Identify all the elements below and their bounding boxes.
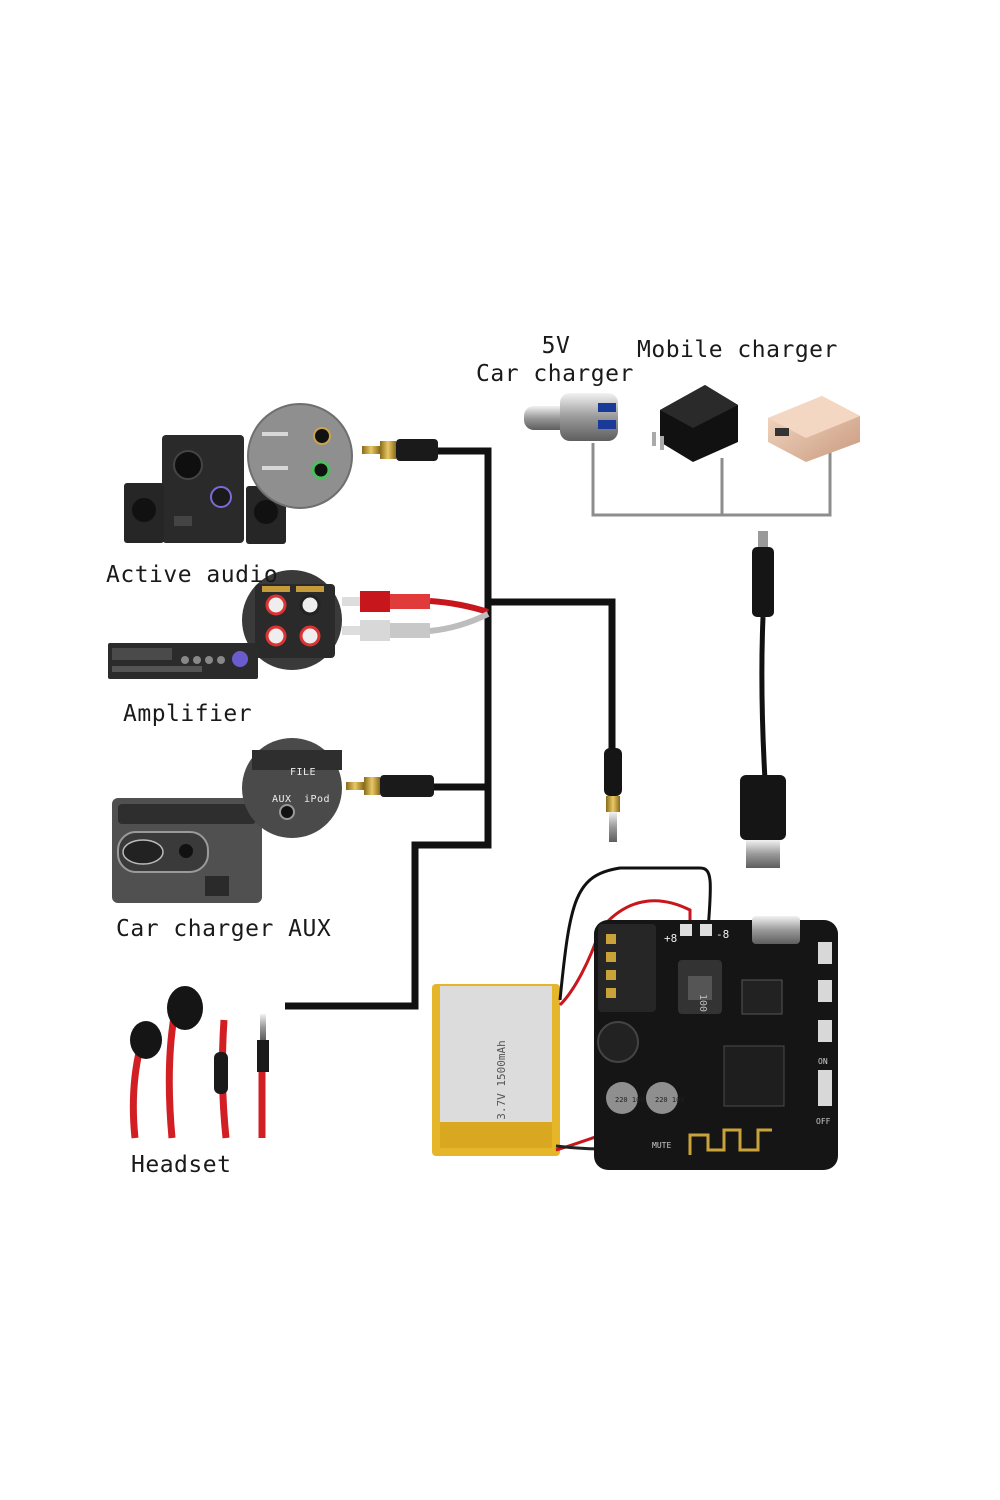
amplifier-label: Amplifier [123,701,253,727]
coil-label: 100 [697,994,708,1012]
car-charger-device [524,393,618,441]
lipo-battery: 3.7V 1500mAh [432,984,560,1156]
ipod-port-label: iPod [304,794,331,805]
voltage-label: 5V [541,333,571,359]
usb-cable [740,531,786,868]
bluetooth-board: +8 -8 100 220 10V 220 10V MUTE OFF ON [594,916,838,1170]
file-label: FILE [290,767,317,778]
aux-plug-board [604,748,622,842]
car-aux-panel [112,738,342,903]
board-plus-label: +8 [664,932,677,945]
cap2-label: 220 10V [655,1096,685,1104]
board-minus-label: -8 [716,928,729,941]
aux-plug-mid [346,775,434,797]
on-label: ON [818,1057,828,1066]
aux-port-label: AUX [272,794,292,805]
car-charger-aux-label: Car charger AUX [116,916,332,942]
cap1-label: 220 10V [615,1096,645,1104]
headset [129,986,269,1139]
headset-label: Headset [131,1152,232,1178]
main-wiring [285,447,616,1010]
rca-plugs [342,591,490,641]
power-bank [768,396,860,462]
car-charger-label: Car charger [476,361,634,387]
aux-plug-top [362,439,438,461]
rca-closeup [242,570,342,670]
mobile-charger-label: Mobile charger [637,337,838,363]
off-label: OFF [816,1117,831,1126]
battery-spec: 3.7V 1500mAh [495,1040,508,1119]
charger-bracket [591,443,832,517]
audio-jack-closeup [247,403,353,509]
mute-label: MUTE [652,1141,671,1150]
mobile-wall-charger [652,385,738,462]
active-audio-label: Active audio [106,562,279,588]
amplifier-unit [108,643,258,679]
